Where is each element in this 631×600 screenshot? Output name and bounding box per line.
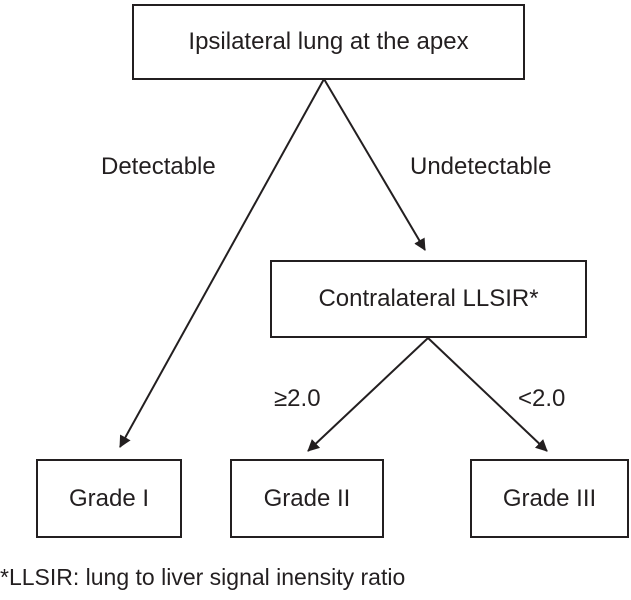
grade-iii-node: Grade III [470,459,629,538]
grade-i-label: Grade I [68,484,150,512]
grade-i-node: Grade I [36,459,182,538]
grade-ii-label: Grade II [263,484,351,512]
edge-label-lt-2: <2.0 [518,385,566,412]
contralateral-llsir-node: Contralateral LLSIR* [270,260,587,338]
arrow-lt-2 [427,337,548,452]
grade-ii-node: Grade II [230,459,384,538]
root-node-label: Ipsilateral lung at the apex [188,28,469,55]
edge-label-undetectable: Undetectable [410,153,552,180]
root-node: Ipsilateral lung at the apex [132,4,525,80]
edge-label-ge-2: ≥2.0 [274,385,321,412]
edge-label-detectable: Detectable [101,153,216,180]
arrow-undetectable [323,78,426,251]
arrow-detectable [119,78,325,448]
footnote: *LLSIR: lung to liver signal inensity ra… [0,564,406,590]
arrow-ge-2 [307,337,429,452]
contralateral-llsir-label: Contralateral LLSIR* [318,285,539,312]
grade-iii-label: Grade III [502,484,597,512]
